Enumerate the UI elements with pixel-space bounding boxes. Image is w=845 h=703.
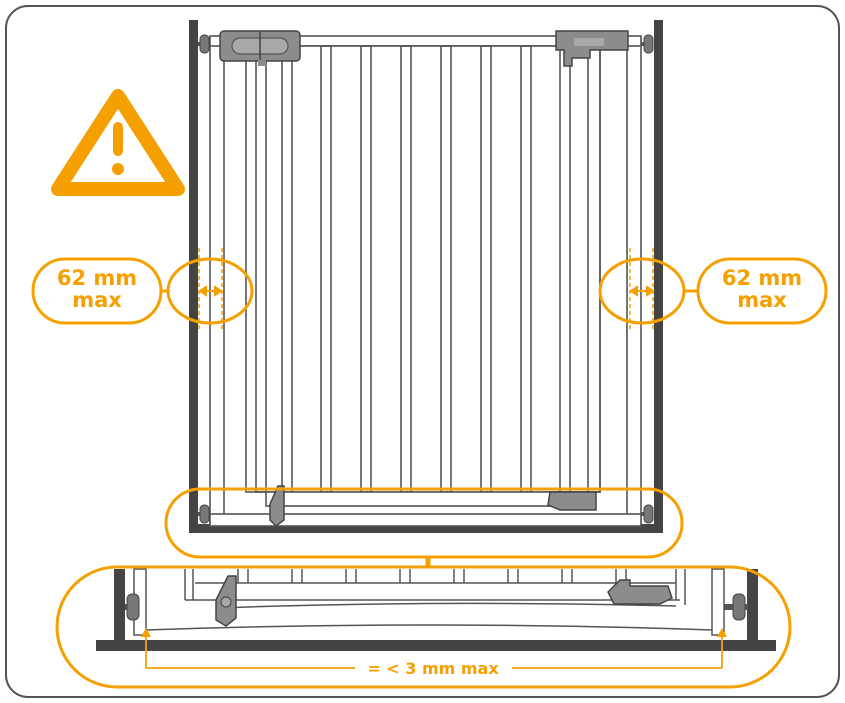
bottom-gap-label: = < 3 mm max bbox=[367, 659, 499, 678]
door-frame bbox=[189, 20, 663, 533]
gate-panel bbox=[209, 35, 642, 527]
right-gap-callout: 62 mm max bbox=[598, 248, 828, 330]
bottom-latch bbox=[269, 485, 285, 527]
pressure-bolts bbox=[198, 34, 654, 524]
detail-view bbox=[96, 568, 776, 651]
right-gap-max: max bbox=[737, 288, 787, 312]
detail-highlight bbox=[55, 565, 792, 689]
warning-icon bbox=[51, 89, 185, 196]
top-handle bbox=[555, 30, 629, 67]
bottom-gap-dimension bbox=[141, 628, 727, 669]
left-gap-value: 62 mm bbox=[57, 266, 137, 290]
left-gap-callout: 62 mm max bbox=[31, 248, 254, 330]
top-lock bbox=[219, 30, 301, 66]
double-arrow-icon bbox=[629, 285, 655, 297]
right-gap-value: 62 mm bbox=[722, 266, 802, 290]
left-gap-max: max bbox=[72, 288, 122, 312]
bottom-hinge bbox=[547, 491, 597, 511]
bottom-highlight bbox=[164, 487, 684, 559]
double-arrow-icon bbox=[198, 285, 223, 297]
